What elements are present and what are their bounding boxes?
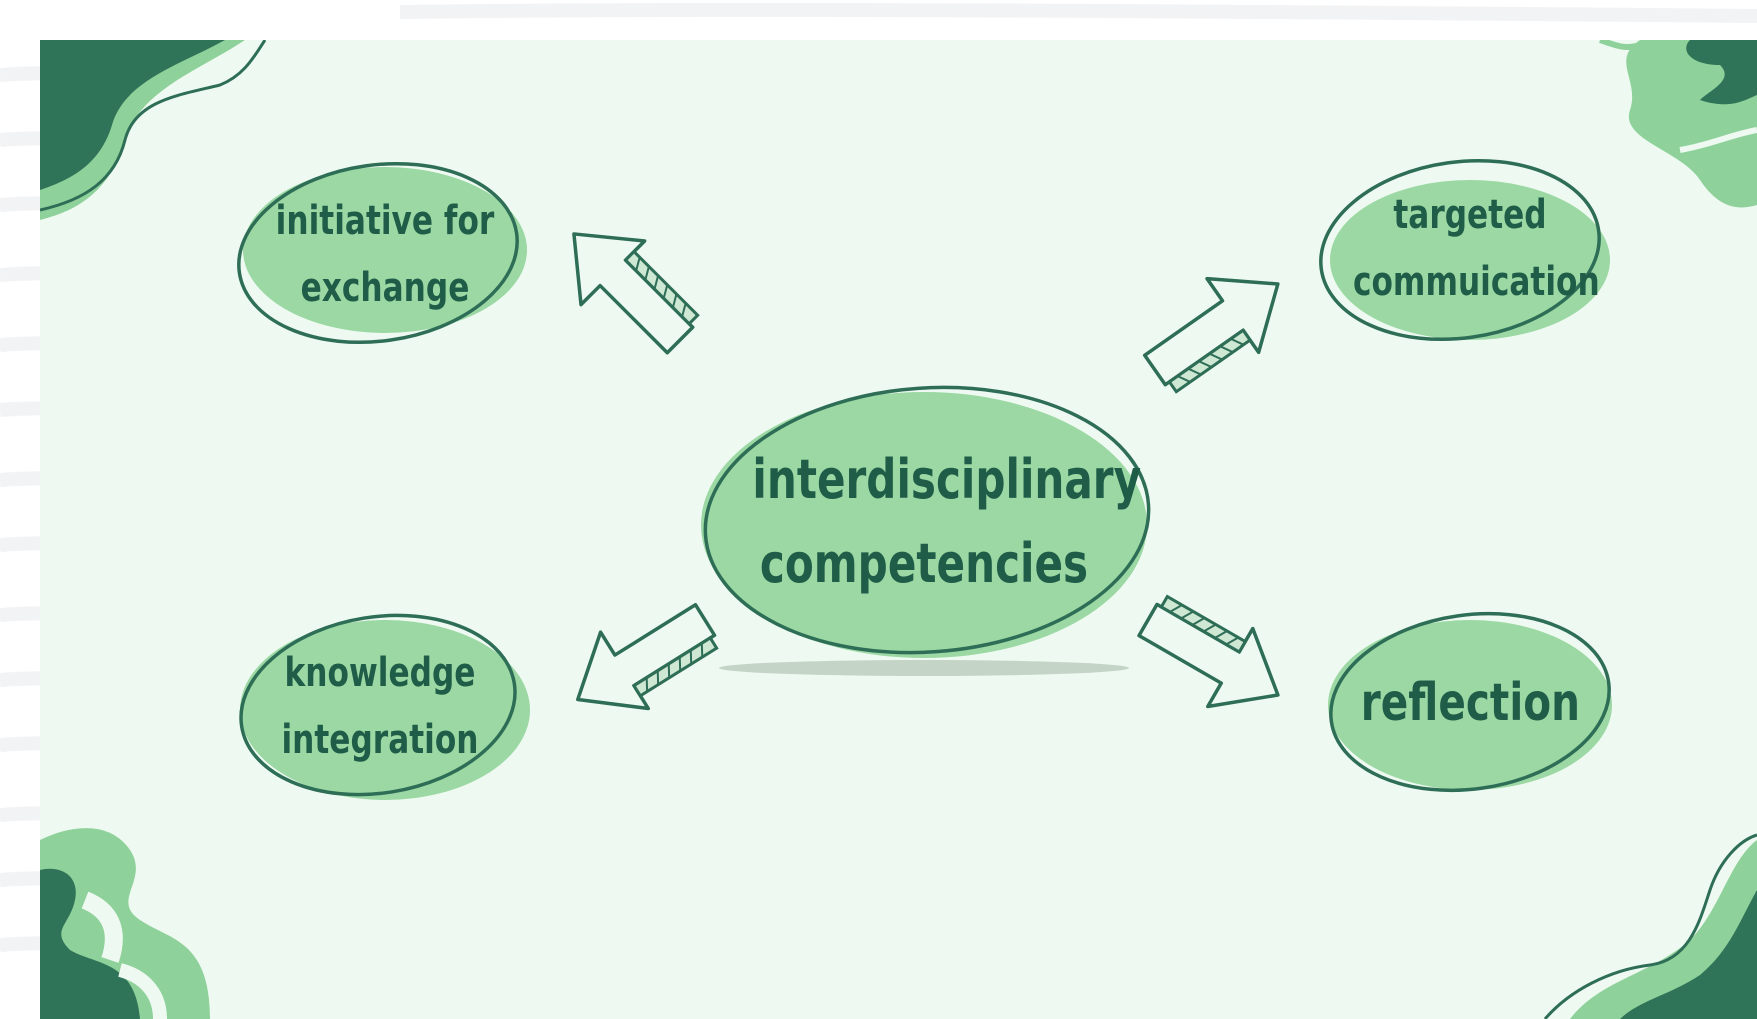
node-bottom-right-shape: [1328, 611, 1612, 793]
center-node-label: interdisciplinary competencies: [752, 438, 1142, 606]
corner-blob-bottom-right: [1543, 833, 1757, 1019]
center-node-line-2: competencies: [759, 532, 1089, 595]
node-top-left-line-2: exchange: [300, 265, 470, 311]
center-node-line-1: interdisciplinary: [752, 448, 1142, 511]
arrow-top-left: [572, 232, 700, 355]
arrow-bottom-left: [576, 602, 719, 711]
diagram-artwork: [40, 40, 1757, 1019]
corner-blob-top-right: [1599, 40, 1757, 208]
node-bottom-right-line-1: reflection: [1360, 673, 1580, 733]
corner-blob-top-left: [40, 40, 267, 220]
node-top-left-shape: [237, 161, 527, 345]
node-top-right-line-1: targeted: [1393, 192, 1547, 238]
corner-blob-bottom-left: [40, 828, 210, 1019]
node-top-left-label: initiative for exchange: [272, 188, 498, 322]
node-bottom-right-label: reflection: [1360, 673, 1580, 733]
node-bottom-left-line-1: knowledge: [284, 650, 476, 696]
node-top-right-shape: [1319, 158, 1610, 342]
node-bottom-left-label: knowledge integration: [267, 640, 493, 774]
node-bottom-left-line-2: integration: [281, 717, 479, 763]
node-top-left-line-1: initiative for: [275, 198, 495, 244]
node-top-right-label: targeted commuication: [1353, 182, 1600, 316]
arrow-bottom-right: [1137, 594, 1280, 709]
node-bottom-left-shape: [239, 613, 530, 800]
center-shadow: [719, 660, 1129, 676]
slide: interdisciplinary competencies initiativ…: [40, 40, 1757, 1019]
center-node-shape: [701, 385, 1151, 658]
node-top-right-line-2: commuication: [1353, 259, 1600, 305]
arrow-top-right: [1142, 276, 1280, 394]
